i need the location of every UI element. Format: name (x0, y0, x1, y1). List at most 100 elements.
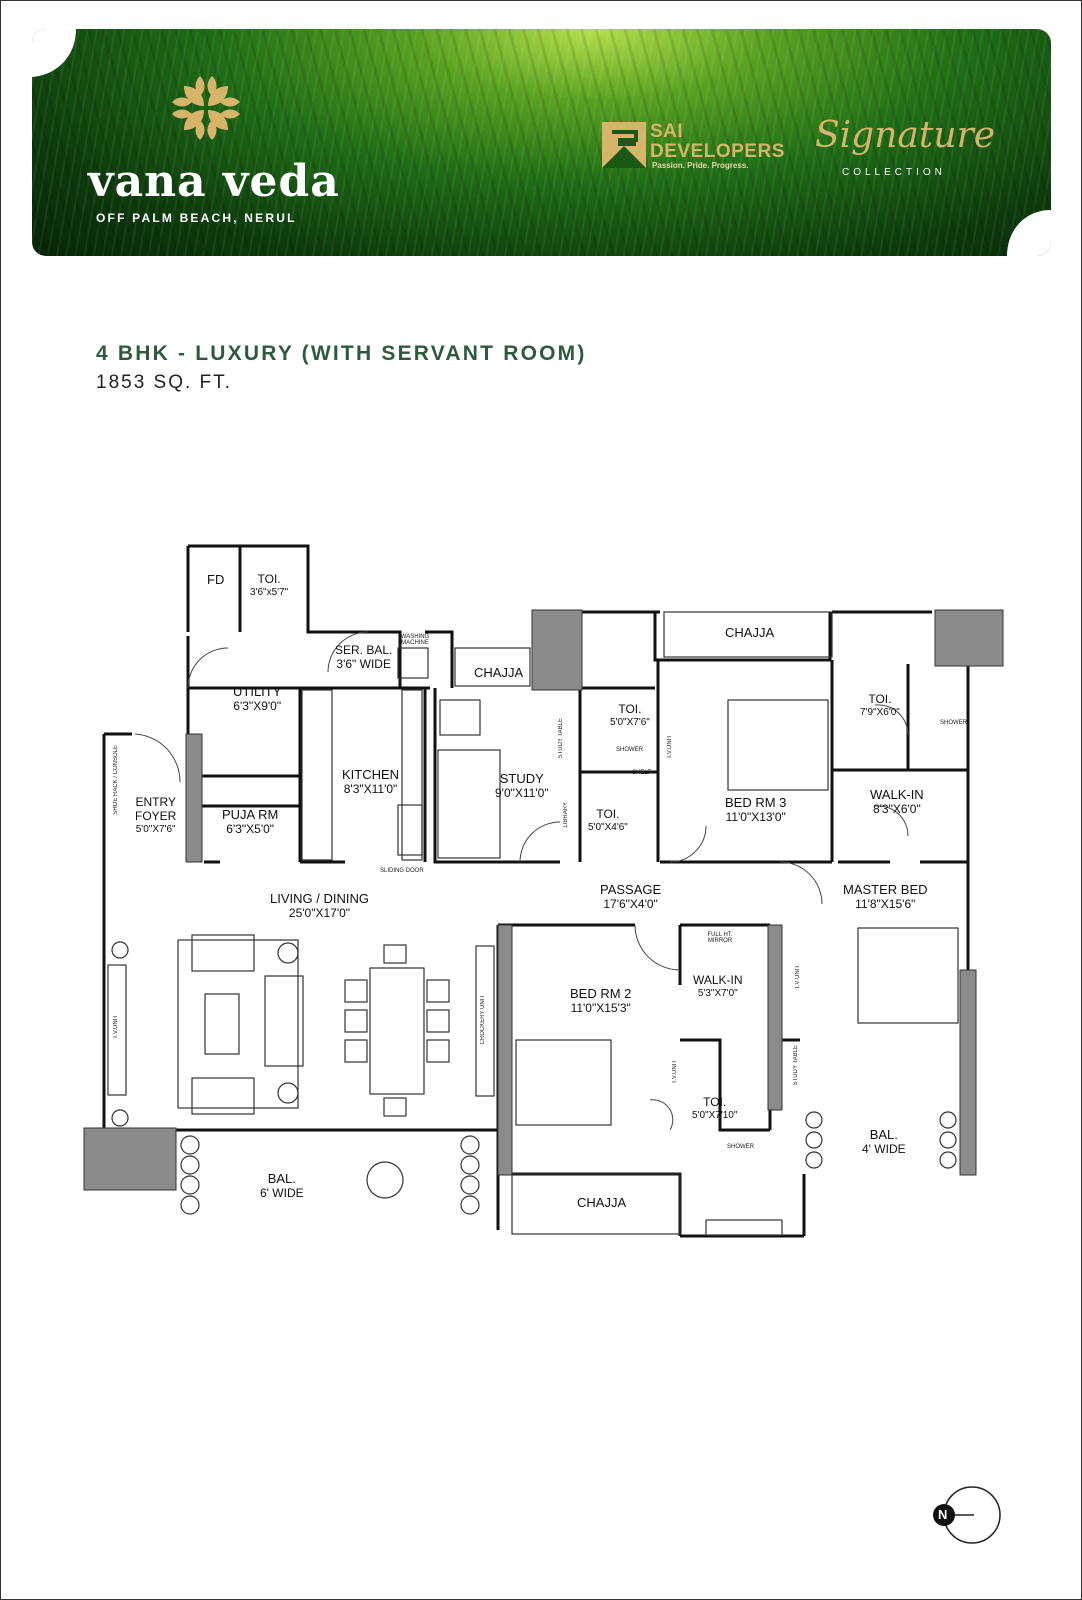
brand-name: vana veda (88, 156, 340, 207)
fixture-library: LIBRARY (563, 802, 569, 828)
brand-location: OFF PALM BEACH, NERUL (96, 211, 297, 225)
room-bal-master-dims: 4' WIDE (862, 1142, 906, 1156)
room-bed3: BED RM 3 11'0"X13'0" (725, 795, 787, 825)
fixture-shower-bed2: SHOWER (727, 1144, 754, 1150)
room-passage-name: PASSAGE (600, 882, 662, 897)
room-master-bed-name: MASTER BED (843, 882, 928, 897)
floor-plan-drawing (83, 544, 1004, 1238)
room-walkin-bed2-dims: 5'3"X7'0" (697, 988, 738, 999)
room-toilet-master-dims: 7'9"X6'0" (860, 707, 900, 718)
developer-name-line1: SAI (650, 121, 684, 142)
room-fd-name: FD (207, 572, 225, 587)
fixture-tv-unit-bed2: T.V.UNIT (672, 1060, 678, 1084)
room-bed3-name: BED RM 3 (725, 795, 787, 810)
room-bed2-name: BED RM 2 (570, 986, 632, 1001)
room-living: LIVING / DINING 25'0"X17'0" (270, 891, 369, 921)
room-toilet-study-top-name: TOI. (618, 702, 642, 716)
room-ser-bal-dims: 3'6" WIDE (336, 657, 391, 671)
room-bal-main-name: BAL. (267, 1171, 296, 1186)
room-servant-toilet: TOI. 3'6"x5'7" (250, 572, 288, 600)
fixture-study-table: STUDY TABLE (558, 718, 564, 759)
room-passage-dims: 17'6"X4'0" (603, 897, 658, 911)
room-bed2: BED RM 2 11'0"X15'3" (570, 986, 632, 1016)
chajja-top-left-name: CHAJJA (474, 665, 524, 680)
developer-name: SAI DEVELOPERS (650, 122, 785, 162)
room-ser-bal-name: SER. BAL. (335, 643, 393, 657)
room-toilet-bed2-name: TOI. (703, 1095, 727, 1109)
room-ser-bal: SER. BAL. 3'6" WIDE (335, 643, 392, 671)
room-puja: PUJA RM 6'3"X5'0" (222, 807, 279, 837)
room-toilet-study-top: TOI. 5'0"X7'6" (610, 702, 650, 730)
developer-tagline: Passion. Pride. Progress. (652, 161, 749, 170)
room-bal-main: BAL. 6' WIDE (260, 1171, 304, 1201)
room-walkin-bed2-name: WALK-IN (693, 973, 743, 987)
collection-subtitle: COLLECTION (842, 167, 946, 178)
room-toilet-bed2: TOI. 5'0"X7'10" (692, 1095, 737, 1123)
room-passage: PASSAGE 17'6"X4'0" (600, 882, 662, 912)
plan-area: 1853 SQ. FT. (96, 372, 232, 393)
room-toilet-study-top-dims: 5'0"X7'6" (610, 717, 650, 728)
fixture-sliding-door: SLIDING DOOR (380, 868, 424, 874)
room-bal-main-dims: 6' WIDE (260, 1186, 304, 1200)
room-bal-master-name: BAL. (869, 1127, 898, 1142)
fixture-tv-unit: T.V.UNIT (667, 735, 673, 759)
room-study-name: STUDY (499, 771, 544, 786)
chajja-top-left: CHAJJA (474, 666, 523, 680)
room-living-name: LIVING / DINING (270, 891, 369, 906)
leaf-corner-bottom-right-icon (1007, 210, 1051, 256)
fixture-shoe-rack: SHOE RACK / CONSOLE (113, 745, 119, 815)
chajja-bottom: CHAJJA (577, 1196, 626, 1210)
room-study-dims: 9'0"X11'0" (495, 786, 549, 800)
fixture-tv-unit-living: T.V.UNIT (113, 1015, 119, 1039)
chajja-top-right: CHAJJA (725, 626, 774, 640)
floor-plan: FD TOI. 3'6"x5'7" SER. BAL. 3'6" WIDE UT… (80, 540, 1030, 1270)
room-living-dims: 25'0"X17'0" (288, 906, 351, 920)
room-utility-name: UTILITY (233, 684, 282, 699)
fixture-washing-machine: WASHING MACHINE (400, 634, 430, 646)
room-walkin-master-dims: 8'3"X6'0" (872, 802, 921, 816)
chajja-bottom-name: CHAJJA (577, 1195, 627, 1210)
plan-title: 4 BHK - LUXURY (WITH SERVANT ROOM) (96, 342, 587, 365)
fixture-study-table-master: STUDY TABLE (793, 1045, 799, 1086)
room-bal-master: BAL. 4' WIDE (862, 1127, 906, 1157)
leaf-corner-top-left-icon (32, 29, 76, 77)
room-walkin-bed2: WALK-IN 5'3"X7'0" (693, 973, 743, 1001)
fixture-shower-master: SHOWER (940, 720, 967, 726)
room-kitchen: KITCHEN 8'3"X11'0" (342, 767, 400, 797)
room-entry-foyer-dims: 5'0"X7'6" (135, 824, 176, 835)
north-compass-icon (933, 1486, 1001, 1544)
room-utility: UTILITY 6'3"X9'0" (233, 684, 282, 714)
fixture-full-ht-mirror: FULL HT. MIRROR (707, 932, 733, 944)
room-study: STUDY 9'0"X11'0" (495, 771, 549, 801)
room-puja-dims: 6'3"X5'0" (226, 822, 275, 836)
room-servant-toilet-name: TOI. (257, 572, 281, 586)
north-compass-label: N (938, 1507, 948, 1522)
fixture-shelf: SHELF (632, 770, 652, 776)
room-entry-foyer: ENTRY FOYER 5'0"X7'6" (135, 795, 176, 837)
developer-logo-icon (602, 122, 646, 168)
fixture-shower: SHOWER (616, 747, 643, 753)
room-bed3-dims: 11'0"X13'0" (725, 810, 786, 824)
room-master-bed-dims: 11'8"X15'6" (855, 897, 916, 911)
chajja-top-right-name: CHAJJA (725, 625, 775, 640)
room-servant-toilet-dims: 3'6"x5'7" (250, 587, 289, 598)
room-fd: FD (207, 573, 224, 587)
room-walkin-master: WALK-IN 8'3"X6'0" (870, 787, 924, 817)
room-bed2-dims: 11'0"X15'3" (570, 1001, 631, 1015)
developer-name-line2: DEVELOPERS (650, 141, 785, 162)
room-walkin-master-name: WALK-IN (870, 787, 924, 802)
room-toilet-bed2-dims: 5'0"X7'10" (692, 1110, 738, 1121)
room-puja-name: PUJA RM (222, 807, 279, 822)
room-kitchen-name: KITCHEN (342, 767, 400, 782)
room-toilet-study-bottom-dims: 5'0"X4'6" (588, 822, 628, 833)
room-kitchen-dims: 8'3"X11'0" (343, 782, 398, 796)
room-toilet-master: TOI. 7'9"X6'0" (860, 692, 900, 720)
room-toilet-study-bottom-name: TOI. (596, 807, 620, 821)
brand-logo-icon (172, 76, 240, 140)
room-toilet-study-bottom: TOI. 5'0"X4'6" (588, 807, 628, 835)
room-entry-foyer-name: ENTRY (135, 795, 176, 809)
room-toilet-master-name: TOI. (868, 692, 892, 706)
fixture-tv-unit-bed3: T.V UNIT (795, 965, 801, 990)
room-master-bed: MASTER BED 11'8"X15'6" (843, 882, 928, 912)
collection-title: Signature (815, 115, 996, 156)
